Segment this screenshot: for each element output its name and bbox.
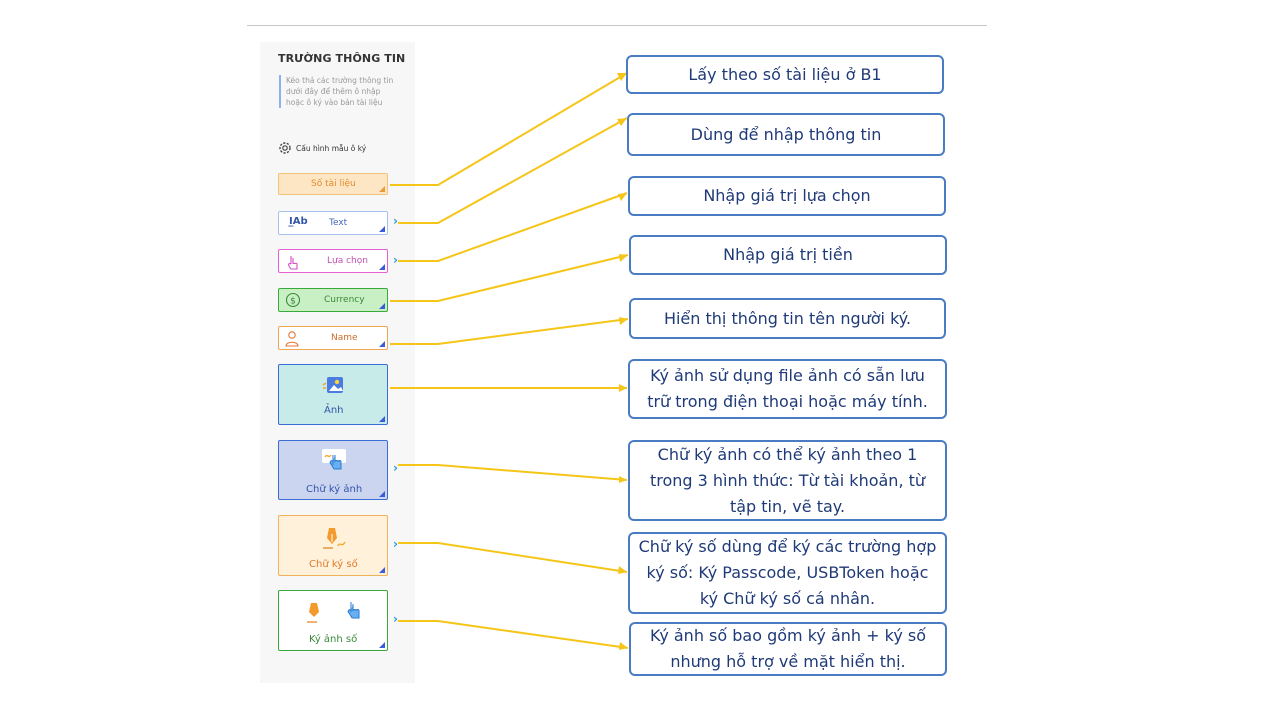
- field-label: Currency: [324, 295, 365, 305]
- field-ky-anh-so[interactable]: Ký ảnh số: [278, 590, 388, 651]
- panel-description: Kéo thả các trường thông tin dưới đây để…: [279, 75, 394, 108]
- field-text[interactable]: I̲Ab Text: [278, 211, 388, 235]
- field-chu-ky-so[interactable]: Chữ ký số: [278, 515, 388, 576]
- arrowhead: [618, 566, 627, 574]
- field-label: Name: [331, 333, 358, 343]
- desc-box-currency: Nhập giá trị tiền: [629, 235, 947, 275]
- dollar-icon: $: [285, 292, 301, 308]
- connector-line: [398, 464, 628, 481]
- field-so-tai-lieu[interactable]: Số tài liệu: [278, 173, 388, 195]
- desc-box-chu-ky-anh: Chữ ký ảnh có thể ký ảnh theo 1 trong 3 …: [628, 440, 947, 521]
- gear-icon: [279, 142, 291, 154]
- field-label: Ảnh: [324, 405, 344, 416]
- desc-box-name: Hiển thị thông tin tên người ký.: [629, 298, 946, 339]
- field-label: Text: [329, 218, 348, 228]
- field-chu-ky-anh[interactable]: Chữ ký ảnh: [278, 440, 388, 500]
- arrowhead: [617, 73, 627, 81]
- hand-sign-icon: [322, 449, 346, 470]
- pen-sign-icon: [323, 528, 346, 549]
- field-lua-chon[interactable]: Lựa chọn: [278, 249, 388, 273]
- desc-box-ky-anh-so: Ký ảnh số bao gồm ký ảnh + ký số nhưng h…: [629, 622, 947, 676]
- arrowhead: [619, 642, 628, 650]
- person-icon: [285, 331, 299, 347]
- field-name[interactable]: Name: [278, 326, 388, 350]
- connector-line: [398, 192, 628, 262]
- connector-line: [398, 117, 628, 224]
- arrowhead: [617, 118, 627, 126]
- chevron-right-icon[interactable]: ›: [393, 612, 398, 626]
- field-anh[interactable]: Ảnh: [278, 364, 388, 425]
- chevron-right-icon[interactable]: ›: [393, 214, 398, 228]
- desc-box-text: Dùng để nhập thông tin: [627, 113, 945, 156]
- top-divider: [247, 25, 987, 26]
- field-label: Ký ảnh số: [309, 634, 358, 645]
- desc-box-so-tai-lieu: Lấy theo số tài liệu ở B1: [626, 55, 944, 94]
- pen-sign-icon: [307, 603, 319, 623]
- image-icon: [322, 377, 343, 393]
- chevron-right-icon[interactable]: ›: [393, 537, 398, 551]
- field-label: Số tài liệu: [311, 179, 356, 189]
- config-signature-template[interactable]: Cấu hình mẫu ô ký: [277, 140, 366, 156]
- connector-line: [390, 254, 629, 302]
- connector-line: [390, 318, 629, 345]
- field-label: Chữ ký số: [309, 559, 358, 570]
- arrowhead: [619, 384, 627, 392]
- desc-box-lua-chon: Nhập giá trị lựa chọn: [628, 176, 946, 216]
- arrowhead: [618, 193, 627, 201]
- connector-line: [398, 542, 628, 573]
- field-label: Chữ ký ảnh: [306, 484, 363, 495]
- hand-sign-icon: [347, 602, 360, 619]
- connector-line: [398, 620, 629, 649]
- arrowhead: [619, 317, 628, 325]
- pointer-hand-icon: [288, 256, 298, 270]
- arrowhead: [619, 254, 628, 262]
- desc-box-anh: Ký ảnh sử dụng file ảnh có sẵn lưu trữ t…: [628, 359, 947, 419]
- desc-box-chu-ky-so: Chữ ký số dùng để ký các trường hợp ký s…: [628, 532, 947, 614]
- chevron-right-icon[interactable]: ›: [393, 253, 398, 267]
- connector-line: [390, 72, 628, 186]
- field-currency[interactable]: $ Currency: [278, 288, 388, 312]
- chevron-right-icon[interactable]: ›: [393, 461, 398, 475]
- svg-text:$: $: [290, 297, 296, 307]
- text-ab-icon: I̲Ab: [289, 216, 308, 227]
- field-label: Lựa chọn: [327, 256, 368, 266]
- field-panel: [260, 42, 415, 683]
- arrowhead: [619, 476, 627, 483]
- config-label: Cấu hình mẫu ô ký: [296, 143, 367, 153]
- panel-title: TRƯỜNG THÔNG TIN: [278, 52, 406, 65]
